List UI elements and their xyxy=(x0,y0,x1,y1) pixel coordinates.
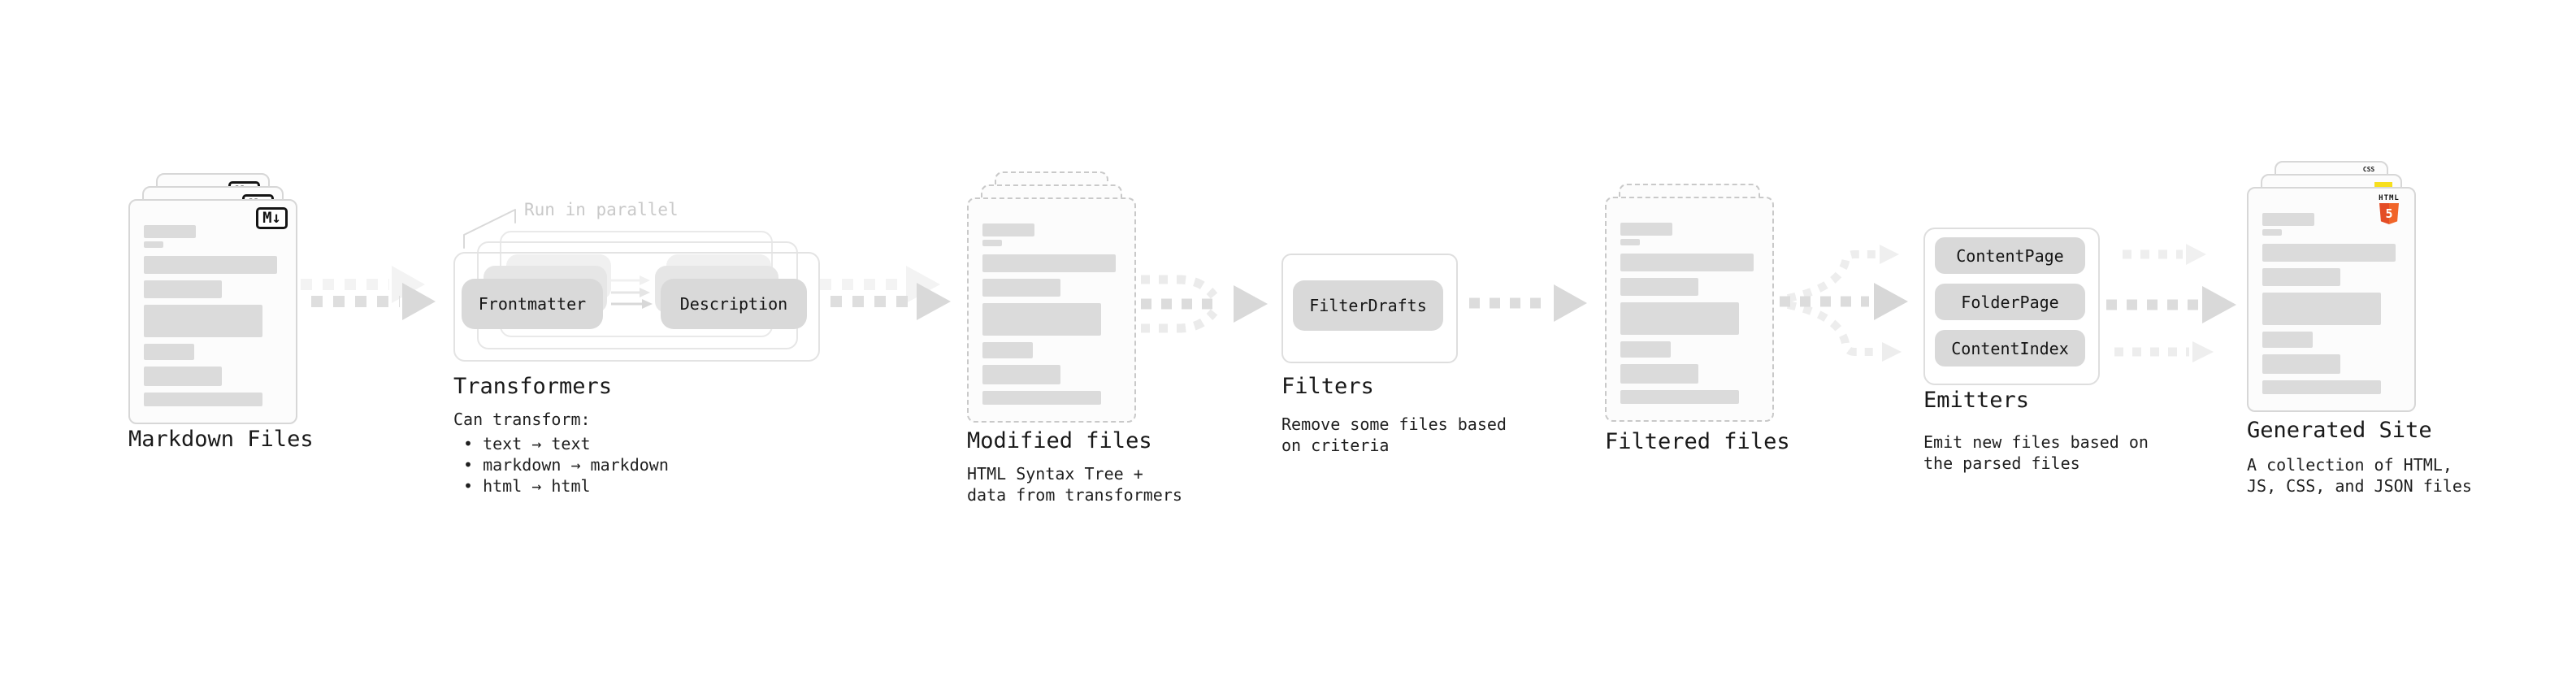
generated-site-stack: CSS HTML 5 xyxy=(2247,161,2442,412)
skeleton-line xyxy=(2262,354,2340,374)
skeleton-line xyxy=(144,225,196,238)
skeleton-line xyxy=(982,303,1101,336)
markdown-icon: M↓ xyxy=(256,207,288,229)
filter-drafts-label: FilterDrafts xyxy=(1309,296,1427,315)
emitters-desc-line: Emit new files based on xyxy=(1923,432,2149,452)
html5-word: HTML xyxy=(2379,194,2400,202)
skeleton-line xyxy=(2262,229,2282,236)
run-in-parallel-label: Run in parallel xyxy=(524,200,679,219)
modified-files-title: Modified files xyxy=(967,428,1152,453)
html5-icon: HTML 5 xyxy=(2372,194,2406,224)
modified-files-stack xyxy=(967,171,1162,423)
skeleton-line xyxy=(982,342,1033,358)
skeleton-line xyxy=(1620,390,1739,404)
contentpage-label: ContentPage xyxy=(1956,245,2064,266)
emitter-contentindex-pill: ContentIndex xyxy=(1935,330,2085,367)
skeleton-line xyxy=(144,241,163,248)
markdown-files-stack: M↓ M↓ M↓ xyxy=(128,173,323,424)
generated-desc-line: A collection of HTML, xyxy=(2247,455,2452,475)
transformer-description-pill: Description xyxy=(661,279,807,329)
modified-desc-line: HTML Syntax Tree + xyxy=(967,464,1143,484)
filtered-files-stack xyxy=(1605,184,1800,422)
markdown-doc-front: M↓ xyxy=(128,199,297,424)
skeleton-line xyxy=(144,344,194,360)
skeleton-line xyxy=(1620,239,1640,245)
transformers-bullet: • html → html xyxy=(463,476,591,496)
emitter-contentpage-pill: ContentPage xyxy=(1935,237,2085,274)
skeleton-line xyxy=(982,365,1060,384)
emitters-title: Emitters xyxy=(1923,388,2030,413)
html5-shield: 5 xyxy=(2379,203,2399,224)
arrow-filters-to-filtered-icon xyxy=(1469,284,1587,322)
filters-desc-line: Remove some files based xyxy=(1281,414,1507,434)
skeleton-line xyxy=(2262,213,2314,226)
filtered-doc-front xyxy=(1605,197,1774,422)
skeleton-line xyxy=(144,305,262,337)
filtered-files-title: Filtered files xyxy=(1605,429,1790,454)
skeleton-line xyxy=(1620,364,1698,384)
arrow-transformers-to-modified-icon xyxy=(820,266,951,320)
css-label: CSS xyxy=(2362,166,2375,173)
skeleton-line xyxy=(2262,244,2396,262)
emitters-desc-line: the parsed files xyxy=(1923,453,2080,473)
skeleton-line xyxy=(144,393,262,406)
filters-title: Filters xyxy=(1281,374,1374,399)
arrow-emitters-to-generated-icon xyxy=(2106,244,2236,362)
skeleton-line xyxy=(2262,380,2381,394)
skeleton-line xyxy=(982,240,1002,246)
transformer-box-front xyxy=(453,252,820,362)
transformers-bullet: • text → text xyxy=(463,434,591,453)
frontmatter-label: Frontmatter xyxy=(478,294,587,314)
transformers-desc-heading: Can transform: xyxy=(453,410,591,429)
markdown-files-title: Markdown Files xyxy=(128,427,314,452)
folderpage-label: FolderPage xyxy=(1961,292,2059,312)
description-label: Description xyxy=(679,294,788,314)
generated-doc-html: HTML 5 xyxy=(2247,187,2416,412)
skeleton-line xyxy=(1620,302,1739,335)
skeleton-line xyxy=(1620,254,1754,271)
skeleton-line xyxy=(982,391,1101,405)
generated-desc-line: JS, CSS, and JSON files xyxy=(2247,476,2472,496)
skeleton-line xyxy=(2262,293,2381,325)
filters-description: Remove some files based on criteria xyxy=(1281,414,1507,456)
contentindex-label: ContentIndex xyxy=(1951,338,2069,358)
skeleton-line xyxy=(1620,278,1698,296)
modified-desc-line: data from transformers xyxy=(967,485,1182,505)
skeleton-line xyxy=(982,279,1060,297)
modified-doc-front xyxy=(967,197,1136,423)
skeleton-line xyxy=(2262,332,2313,348)
transformers-title: Transformers xyxy=(453,374,613,399)
skeleton-line xyxy=(144,256,277,274)
skeleton-line xyxy=(1620,223,1672,236)
emitters-description: Emit new files based on the parsed files xyxy=(1923,432,2149,474)
skeleton-line xyxy=(982,223,1034,236)
emitter-folderpage-pill: FolderPage xyxy=(1935,284,2085,320)
skeleton-line xyxy=(1620,341,1671,358)
skeleton-line xyxy=(144,280,222,298)
generated-site-title: Generated Site xyxy=(2247,418,2432,443)
skeleton-line xyxy=(982,254,1116,272)
filter-drafts-pill: FilterDrafts xyxy=(1293,280,1443,331)
modified-files-description: HTML Syntax Tree + data from transformer… xyxy=(967,463,1182,505)
html5-number: 5 xyxy=(2385,206,2393,221)
filters-desc-line: on criteria xyxy=(1281,436,1390,455)
transformers-description: Can transform: • text → text • markdown … xyxy=(453,409,669,497)
transformer-frontmatter-pill: Frontmatter xyxy=(462,279,603,329)
skeleton-line xyxy=(2262,268,2340,286)
transformers-bullet: • markdown → markdown xyxy=(463,455,669,475)
generated-site-description: A collection of HTML, JS, CSS, and JSON … xyxy=(2247,454,2472,497)
skeleton-line xyxy=(144,367,222,386)
